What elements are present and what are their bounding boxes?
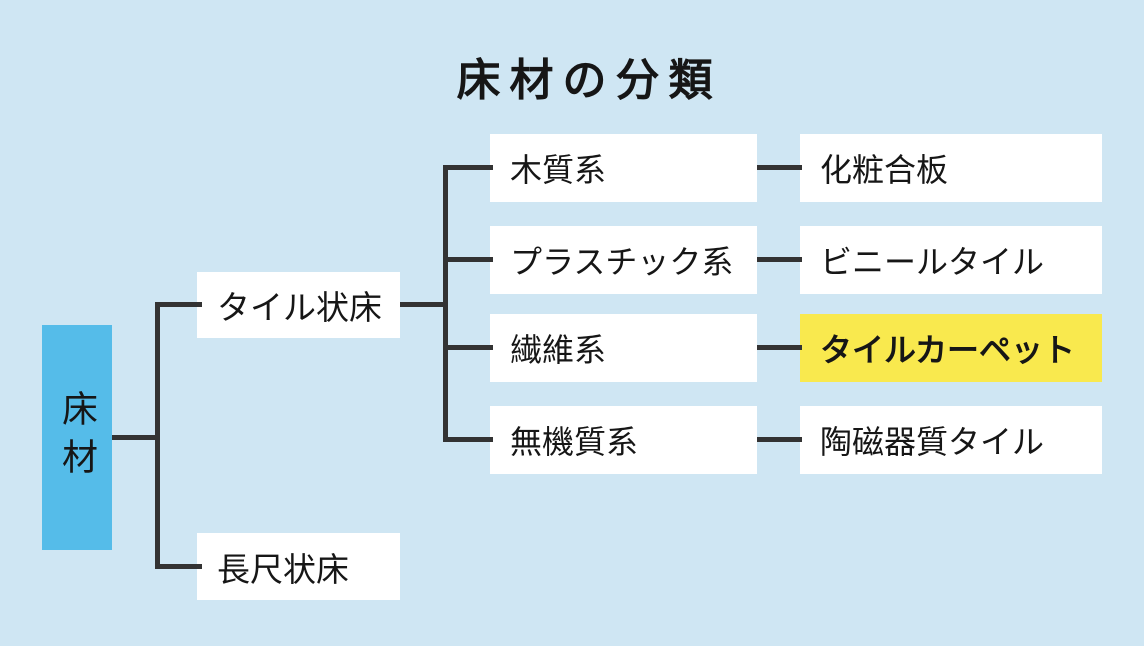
connector-wood-to-plywood bbox=[757, 165, 802, 170]
node-label: 長尺状床 bbox=[217, 550, 349, 588]
leaf-label: ビニールタイル bbox=[820, 244, 1045, 280]
node-plastic-based: プラスチック系 bbox=[490, 226, 757, 294]
leaf-label: 陶磁器質タイル bbox=[820, 424, 1045, 460]
diagram-title: 床材の分類 bbox=[456, 56, 722, 105]
node-fiber-based: 繊維系 bbox=[490, 314, 757, 382]
leaf-ceramic-tile: 陶磁器質タイル bbox=[800, 406, 1102, 474]
connector-root-horizontal bbox=[112, 435, 160, 440]
leaf-decorative-plywood: 化粧合板 bbox=[800, 134, 1102, 202]
node-wood-based: 木質系 bbox=[490, 134, 757, 202]
node-label: タイル状床 bbox=[217, 289, 382, 326]
connector-categories-vertical bbox=[443, 165, 448, 442]
node-label: 木質系 bbox=[510, 152, 607, 188]
connector-stub-wood bbox=[443, 165, 493, 170]
connector-plastic-to-vinyl bbox=[757, 257, 802, 262]
leaf-vinyl-tile: ビニールタイル bbox=[800, 226, 1102, 294]
node-inorganic-based: 無機質系 bbox=[490, 406, 757, 474]
node-tile-type-floor: タイル状床 bbox=[197, 272, 400, 338]
connector-stub-plastic bbox=[443, 257, 493, 262]
connector-inorganic-to-ceramic bbox=[757, 437, 802, 442]
node-label: プラスチック系 bbox=[510, 244, 734, 280]
connector-stub-inorganic bbox=[443, 437, 493, 442]
node-label: 繊維系 bbox=[510, 332, 607, 368]
node-label: 無機質系 bbox=[510, 424, 639, 460]
leaf-label: 化粧合板 bbox=[820, 152, 949, 188]
connector-stub-tile-floor bbox=[155, 302, 202, 307]
root-node-label: 床材 bbox=[57, 389, 98, 486]
connector-stub-sheet-floor bbox=[155, 564, 202, 569]
connector-tile-horizontal bbox=[400, 302, 448, 307]
leaf-tile-carpet-highlighted: タイルカーペット bbox=[800, 314, 1102, 382]
connector-fiber-to-carpet bbox=[757, 345, 802, 350]
node-sheet-type-floor: 長尺状床 bbox=[197, 533, 400, 600]
leaf-label: タイルカーペット bbox=[820, 332, 1076, 368]
root-node-floor-material: 床材 bbox=[42, 325, 112, 550]
connector-stub-fiber bbox=[443, 345, 493, 350]
connector-branches-vertical bbox=[155, 302, 160, 569]
